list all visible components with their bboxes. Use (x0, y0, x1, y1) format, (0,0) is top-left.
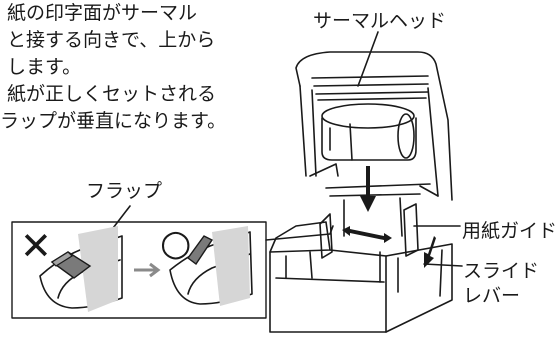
paper-insert-arrow (360, 166, 376, 212)
slide-lever-label-line2: レバー (463, 285, 521, 307)
paper-roll (321, 103, 417, 161)
paper-guide-label: 用紙ガイド (462, 220, 558, 242)
left-paper-guide (319, 213, 333, 259)
inset-panel-left (78, 226, 118, 312)
wrong-mark: ✕ (20, 224, 52, 268)
paper-guide-arrow (342, 226, 392, 243)
instruction-line-2: と接する向きで、上から (7, 29, 216, 51)
printer-base (269, 221, 453, 333)
printer-cover (295, 51, 453, 201)
inset-panel-right (212, 226, 250, 306)
flap-wrong-top (51, 251, 73, 267)
inset-to-printer-leader (265, 225, 334, 241)
right-paper-guide (403, 203, 419, 257)
instruction-line-1: 紙の印字面がサーマル (7, 2, 198, 24)
slide-lever-leader (423, 263, 463, 267)
flap-correct-position (187, 235, 214, 266)
slide-lever-label-line1: スライド (463, 260, 540, 282)
instruction-line-3: します。 (7, 56, 82, 78)
flap-label: フラップ (86, 180, 163, 202)
thermal-head-label: サーマルヘッド (313, 10, 447, 32)
inset-arrow (134, 262, 161, 278)
instruction-line-5: ラップが垂直になります。 (0, 110, 227, 132)
instruction-text: 紙の印字面がサーマル と接する向きで、上から します。 紙が正しくセットされる … (0, 0, 280, 135)
printer-interior (309, 163, 439, 237)
slide-lever-arrow (424, 236, 436, 268)
instruction-line-4: 紙が正しくセットされる (7, 83, 217, 105)
correct-mark: ○ (160, 223, 192, 264)
